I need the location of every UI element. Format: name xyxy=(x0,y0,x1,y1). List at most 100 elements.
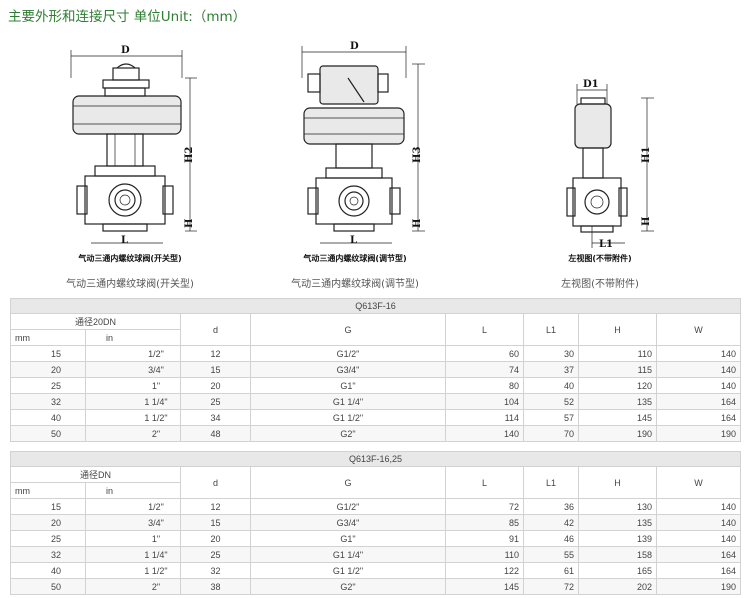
figure-3-caption-bold: 左视图(不带附件) xyxy=(568,254,632,263)
cell-w: 140 xyxy=(655,361,742,378)
sub-header-in: in xyxy=(85,482,181,499)
cell-d: 32 xyxy=(180,562,251,579)
cell-dn-mm: 50 xyxy=(10,425,86,442)
dim-label-h: H xyxy=(412,219,423,228)
cell-dn-mm: 25 xyxy=(10,377,86,394)
cell-l: 85 xyxy=(445,514,524,531)
cell-w: 164 xyxy=(655,562,742,579)
cell-h: 190 xyxy=(578,425,657,442)
figure-3-caption: 左视图(不带附件) xyxy=(561,279,639,290)
column-header-l1: L1 xyxy=(523,466,579,499)
table-title: Q613F-16,25 xyxy=(9,451,742,467)
cell-w: 140 xyxy=(655,377,742,394)
cell-w: 190 xyxy=(655,578,742,595)
cell-h: 135 xyxy=(578,514,657,531)
cell-l1: 42 xyxy=(523,514,579,531)
cell-w: 164 xyxy=(655,409,742,426)
dim-label-h2: H2 xyxy=(184,147,195,163)
cell-l1: 70 xyxy=(523,425,579,442)
cell-l: 74 xyxy=(445,361,524,378)
dim-label-d: D xyxy=(121,45,130,56)
cell-w: 164 xyxy=(655,393,742,410)
column-header-l1: L1 xyxy=(523,313,579,346)
dim-label-l: L xyxy=(121,235,128,246)
cell-h: 135 xyxy=(578,393,657,410)
dim-label-d: D xyxy=(350,41,359,52)
column-header-d: d xyxy=(180,466,251,499)
cell-g: G3/4" xyxy=(250,514,446,531)
dim-label-h1: H1 xyxy=(641,147,652,163)
cell-g: G2" xyxy=(250,425,446,442)
table-title: Q613F-16 xyxy=(9,298,742,314)
cell-dn-mm: 40 xyxy=(10,562,86,579)
cell-l: 122 xyxy=(445,562,524,579)
dim-label-d1: D1 xyxy=(583,79,599,90)
cell-dn-in: 3/4" xyxy=(85,361,181,378)
cell-dn-in: 2" xyxy=(85,578,181,595)
cell-d: 25 xyxy=(180,546,251,563)
cell-d: 15 xyxy=(180,514,251,531)
cell-l: 104 xyxy=(445,393,524,410)
dim-label-l1: L1 xyxy=(599,239,613,250)
cell-l1: 52 xyxy=(523,393,579,410)
cell-dn-in: 1/2" xyxy=(85,498,181,515)
cell-g: G1 1/2" xyxy=(250,409,446,426)
cell-dn-in: 1" xyxy=(85,530,181,547)
cell-l: 91 xyxy=(445,530,524,547)
cell-d: 12 xyxy=(180,345,251,362)
cell-h: 165 xyxy=(578,562,657,579)
column-header-g: G xyxy=(250,313,446,346)
cell-dn-in: 2" xyxy=(85,425,181,442)
figure-1-caption: 气动三通内螺纹球阀(开关型) xyxy=(66,279,194,290)
group-header: 通径20DN xyxy=(10,313,181,330)
dim-label-h: H xyxy=(641,217,652,226)
column-header-w: W xyxy=(655,466,742,499)
sub-header-mm: mm xyxy=(10,329,86,346)
cell-w: 140 xyxy=(655,514,742,531)
cell-l1: 37 xyxy=(523,361,579,378)
cell-dn-mm: 20 xyxy=(10,361,86,378)
cell-l: 72 xyxy=(445,498,524,515)
dim-label-l: L xyxy=(350,235,357,246)
sub-header-in: in xyxy=(85,329,181,346)
cell-l1: 61 xyxy=(523,562,579,579)
column-header-h: H xyxy=(578,466,657,499)
cell-l1: 40 xyxy=(523,377,579,394)
cell-h: 145 xyxy=(578,409,657,426)
cell-l1: 36 xyxy=(523,498,579,515)
valve-drawing-on-off: D H2 H L xyxy=(55,38,205,253)
page-heading: 主要外形和连接尺寸 单位Unit:（mm） xyxy=(8,9,247,25)
cell-h: 130 xyxy=(578,498,657,515)
cell-h: 110 xyxy=(578,345,657,362)
cell-dn-mm: 50 xyxy=(10,578,86,595)
cell-g: G1/2" xyxy=(250,498,446,515)
cell-h: 115 xyxy=(578,361,657,378)
cell-g: G1 1/2" xyxy=(250,562,446,579)
cell-dn-in: 1 1/4" xyxy=(85,393,181,410)
cell-l1: 57 xyxy=(523,409,579,426)
cell-l: 80 xyxy=(445,377,524,394)
cell-g: G1/2" xyxy=(250,345,446,362)
column-header-h: H xyxy=(578,313,657,346)
cell-dn-in: 1/2" xyxy=(85,345,181,362)
cell-dn-mm: 15 xyxy=(10,345,86,362)
cell-h: 120 xyxy=(578,377,657,394)
cell-g: G1 1/4" xyxy=(250,393,446,410)
cell-h: 139 xyxy=(578,530,657,547)
cell-dn-in: 1 1/4" xyxy=(85,546,181,563)
cell-l: 114 xyxy=(445,409,524,426)
figure-2-caption-bold: 气动三通内螺纹球阀(调节型) xyxy=(303,254,407,263)
cell-dn-in: 3/4" xyxy=(85,514,181,531)
group-header: 通径DN xyxy=(10,466,181,483)
cell-l: 60 xyxy=(445,345,524,362)
cell-dn-mm: 15 xyxy=(10,498,86,515)
sub-header-mm: mm xyxy=(10,482,86,499)
